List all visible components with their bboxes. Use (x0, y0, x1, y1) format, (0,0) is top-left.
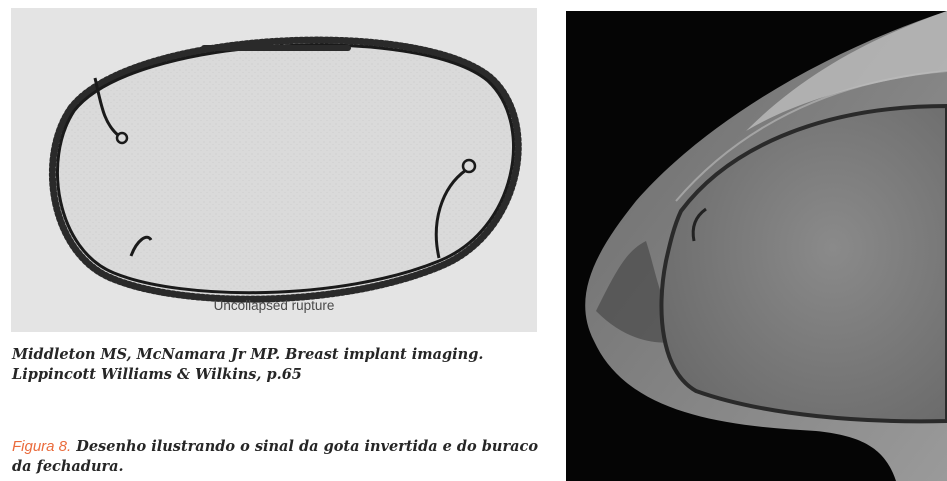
mri-image (566, 11, 947, 481)
citation-line-1: Middleton MS, McNamara Jr MP. Breast imp… (12, 345, 552, 365)
diagram-caption: Uncollapsed rupture (11, 298, 537, 313)
figure-caption-text: Desenho ilustrando o sinal da gota inver… (12, 438, 538, 475)
citation: Middleton MS, McNamara Jr MP. Breast imp… (12, 345, 552, 385)
mri-breast-scan (566, 11, 947, 481)
shell-seam (201, 45, 351, 51)
teardrop-sign-left (117, 133, 127, 143)
citation-line-2: Lippincott Williams & Wilkins, p.65 (12, 365, 552, 385)
implant-rupture-diagram: Uncollapsed rupture (11, 8, 537, 332)
implant-shell-drawing (11, 8, 537, 332)
figure-caption: Figura 8. Desenho ilustrando o sinal da … (12, 437, 552, 477)
teardrop-sign-right (463, 160, 475, 172)
figure-label: Figura 8. (12, 438, 71, 455)
